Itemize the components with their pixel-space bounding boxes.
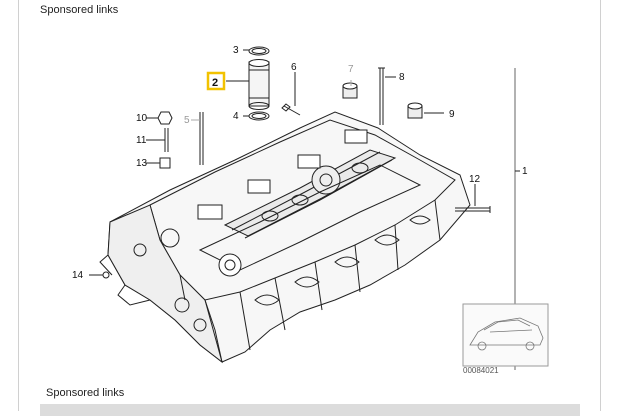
callout-5: 5	[184, 115, 190, 126]
callout-6: 6	[291, 62, 297, 73]
callout-8: 8	[399, 72, 405, 83]
callouts: 3 2 4 6 7 8 9 10 5 11 13 12 1 14	[72, 45, 528, 281]
callout-2: 2	[212, 77, 218, 89]
callout-2-highlight	[206, 71, 226, 91]
parts-table-header-strip	[40, 404, 580, 416]
callout-14: 14	[72, 270, 84, 281]
car-thumbnail	[462, 303, 549, 367]
sponsored-links-label-top: Sponsored links	[40, 4, 119, 16]
callout-13: 13	[136, 158, 148, 169]
diagram-reference-code: 00084021	[463, 366, 499, 375]
callout-11: 11	[136, 135, 147, 146]
cylinder-head-illustration	[99, 111, 471, 364]
page-left-border	[18, 0, 19, 411]
exploded-parts	[102, 46, 491, 279]
sponsored-links-label-bottom: Sponsored links	[46, 387, 125, 399]
callout-4: 4	[233, 111, 239, 122]
page-right-border	[600, 0, 601, 411]
callout-12: 12	[469, 174, 481, 185]
callout-1: 1	[522, 166, 528, 177]
callout-9: 9	[449, 109, 455, 120]
callout-3: 3	[233, 45, 239, 56]
callout-10: 10	[136, 113, 148, 124]
callout-7: 7	[348, 64, 354, 75]
